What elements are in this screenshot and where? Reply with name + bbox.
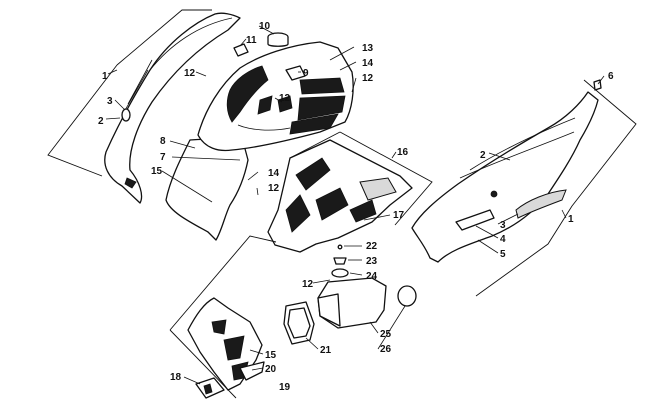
left-panel-edge-line: [149, 17, 233, 71]
part-9-bracket: [285, 65, 306, 81]
callout-2-right: 2: [480, 150, 486, 161]
air-box-inner-b: [285, 194, 311, 233]
callout-20: 20: [265, 364, 277, 375]
callout-3-left: 3: [107, 96, 113, 107]
air-box-inner-d: [349, 199, 377, 223]
callout-3-right: 3: [500, 220, 506, 231]
callout-24: 24: [366, 271, 378, 282]
hood-right-vent-c: [299, 77, 345, 95]
hood-lower-body: [165, 138, 249, 241]
bracket-left-panel: [47, 9, 212, 177]
callout-18: 18: [170, 372, 182, 383]
hood-right-vent-b: [289, 113, 339, 135]
hood-crease: [237, 124, 291, 131]
callout-5: 5: [500, 249, 506, 260]
callout-13: 14: [362, 58, 374, 69]
lower-nose-cover: [169, 235, 277, 399]
air-box-inner-c: [315, 187, 349, 221]
callout-12-mid: 12: [268, 183, 280, 194]
right-panel-decal-3: [515, 189, 567, 219]
callout-9: 9: [303, 68, 309, 79]
part-21-seal-inner: [287, 307, 311, 339]
bracket-right-panel: [475, 79, 637, 297]
callout-17: 17: [393, 210, 405, 221]
left-side-panel-shape: [104, 12, 241, 204]
callout-23: 23: [366, 256, 378, 267]
part-18-hole: [203, 383, 213, 395]
air-box-inner-a: [295, 157, 331, 191]
part-10-cap: [267, 32, 289, 47]
left-side-panel: [47, 9, 241, 204]
cap-side: [267, 37, 289, 47]
part-23-grommet: [333, 257, 347, 265]
part-20-trim: [239, 361, 265, 381]
left-panel-decal-3: [121, 108, 131, 122]
callout-15-lower: 15: [265, 350, 277, 361]
part-24-washer: [331, 268, 349, 278]
callout-8: 8: [160, 136, 166, 147]
air-duct: [283, 277, 417, 345]
callout-7: 7: [160, 152, 166, 163]
left-panel-trim-lines: [123, 59, 153, 113]
part-18-bracket: [195, 377, 225, 399]
nose-slot-b: [223, 335, 245, 361]
part-22-screw: [337, 244, 343, 250]
callout-26: 26: [380, 344, 392, 355]
callout-25: 25: [380, 329, 392, 340]
callout-15-upper: 15: [151, 166, 163, 177]
callout-19: 19: [279, 382, 291, 393]
callout-14-mid: 14: [268, 168, 280, 179]
air-duct-face: [317, 293, 341, 327]
callout-4: 4: [500, 234, 506, 245]
callout-6: 6: [608, 71, 614, 82]
part-26-clamp: [397, 285, 417, 307]
air-box: [267, 131, 433, 253]
callout-21: 21: [320, 345, 332, 356]
callout-16: 16: [397, 147, 409, 158]
right-panel-fastener: [490, 190, 498, 198]
callout-22: 22: [366, 241, 378, 252]
right-panel-edge-line-2: [459, 131, 575, 179]
callout-12-hood-center: 12: [279, 93, 291, 104]
nose-slot-a: [211, 319, 227, 335]
callout-10: 10: [259, 21, 271, 32]
air-box-floor: [359, 177, 397, 201]
right-side-panel: [411, 79, 637, 297]
callout-2-left: 2: [98, 116, 104, 127]
callout-12-hood-right: 13: [362, 43, 374, 54]
callout-14-top: 12: [362, 73, 374, 84]
hood-assembly: [165, 41, 354, 241]
hood-center-panel-2: [277, 95, 293, 113]
callout-1-right: 1: [568, 214, 574, 225]
callout-12-hood-left: 12: [184, 68, 196, 79]
left-panel-tab: [124, 177, 137, 189]
hood-center-panel: [257, 95, 273, 115]
right-panel-decal-4: [455, 209, 495, 231]
hood-right-vent-a: [297, 95, 346, 121]
leader-lines: [105, 25, 605, 385]
callout-11: 11: [246, 35, 257, 46]
hood-upper-body: [197, 41, 354, 152]
callout-12-lower: 12: [302, 279, 314, 290]
callout-labels: 1 2 3 10 11 12 9 12 13 14 12 8 7 15 14 1…: [98, 21, 614, 393]
hood-left-vent: [226, 65, 269, 123]
callout-1-left: 1: [102, 71, 108, 82]
right-panel-edge-line: [469, 117, 576, 171]
